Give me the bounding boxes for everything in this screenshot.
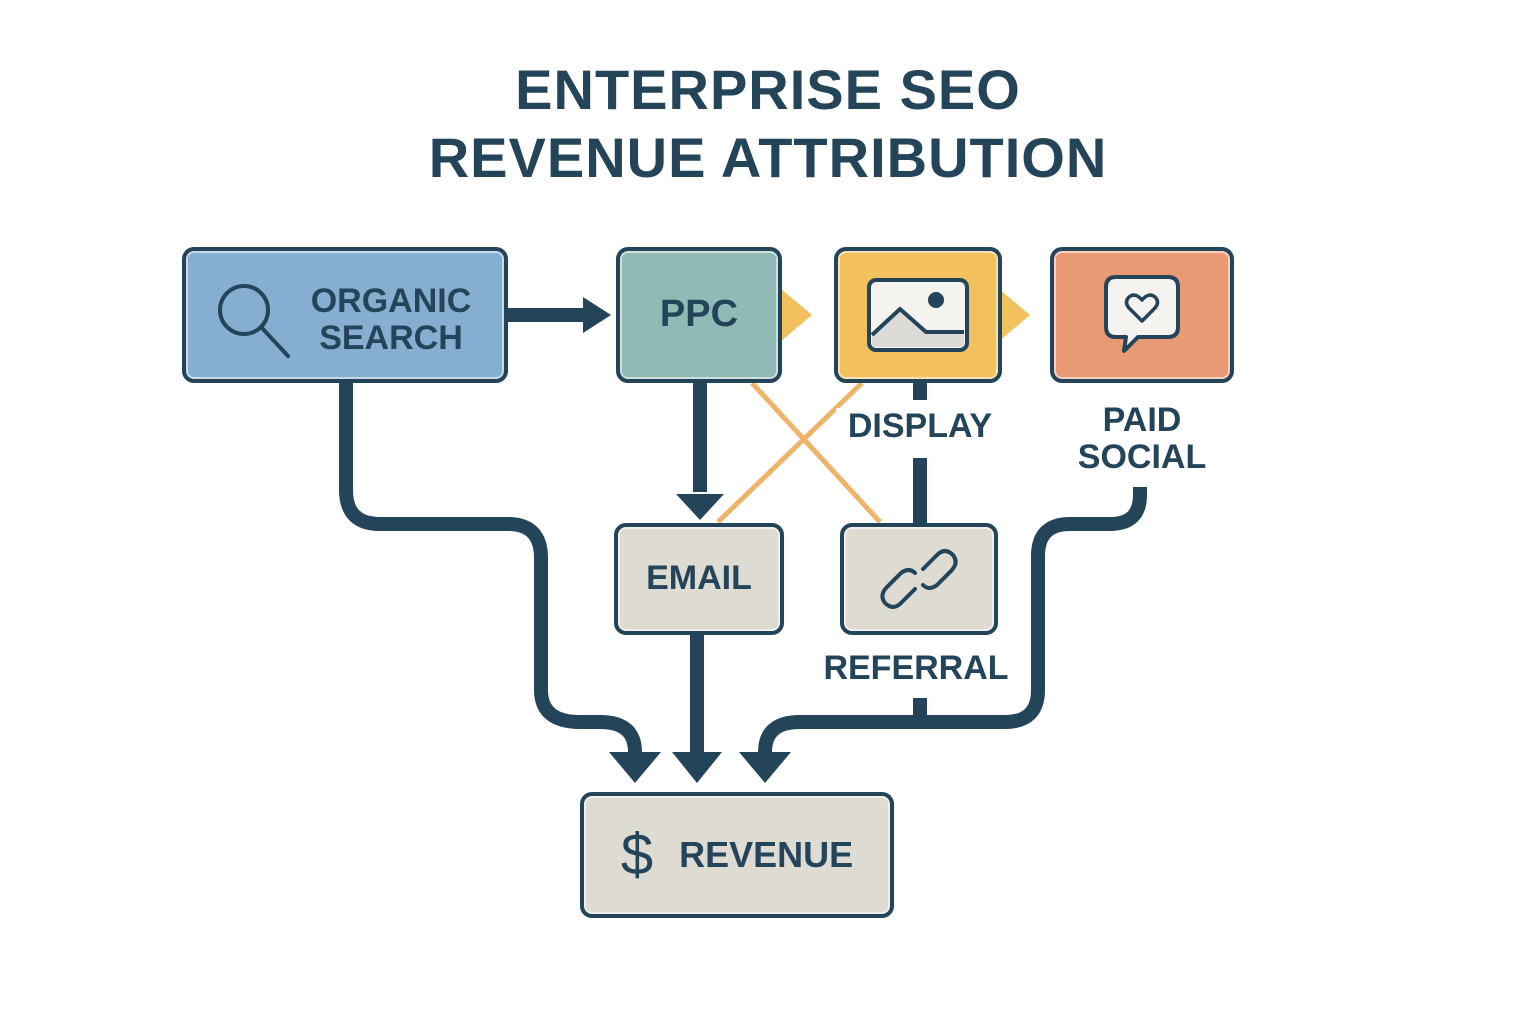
ppc-label: PPC xyxy=(659,293,739,336)
flow-connectors xyxy=(339,308,1147,753)
referral-caption: REFERRAL xyxy=(818,649,1014,688)
arrow-heads xyxy=(583,297,791,783)
display-caption: DISPLAY xyxy=(836,407,1004,446)
title-line-1: ENTERPRISE SEO xyxy=(515,58,1021,121)
paid-social-caption-line-2: SOCIAL xyxy=(1077,438,1207,477)
organic-search-label-line-1: ORGANIC xyxy=(310,282,472,320)
organic-search-label-line-2: SEARCH xyxy=(319,319,463,358)
title-line-2: REVENUE ATTRIBUTION xyxy=(428,126,1108,189)
link-icon xyxy=(880,549,958,609)
display-node[interactable] xyxy=(834,247,1002,383)
dollar-icon: $ xyxy=(620,822,654,888)
email-label: EMAIL xyxy=(646,559,752,598)
paid-social-node[interactable] xyxy=(1050,247,1234,383)
organic-search-node[interactable]: ORGANIC SEARCH xyxy=(182,247,508,383)
revenue-node[interactable]: $ REVENUE xyxy=(580,792,894,918)
search-icon xyxy=(218,284,290,358)
ppc-node[interactable]: PPC xyxy=(616,247,782,383)
paid-social-caption: PAID SOCIAL xyxy=(1052,401,1232,477)
revenue-label: REVENUE xyxy=(679,834,854,876)
email-node[interactable]: EMAIL xyxy=(614,523,784,635)
paid-social-caption-line-1: PAID xyxy=(1102,401,1182,439)
image-icon xyxy=(867,278,969,352)
orange-chevrons xyxy=(780,288,1030,342)
referral-node[interactable] xyxy=(840,523,998,635)
cross-connectors xyxy=(716,381,882,524)
chat-heart-icon xyxy=(1104,275,1180,353)
